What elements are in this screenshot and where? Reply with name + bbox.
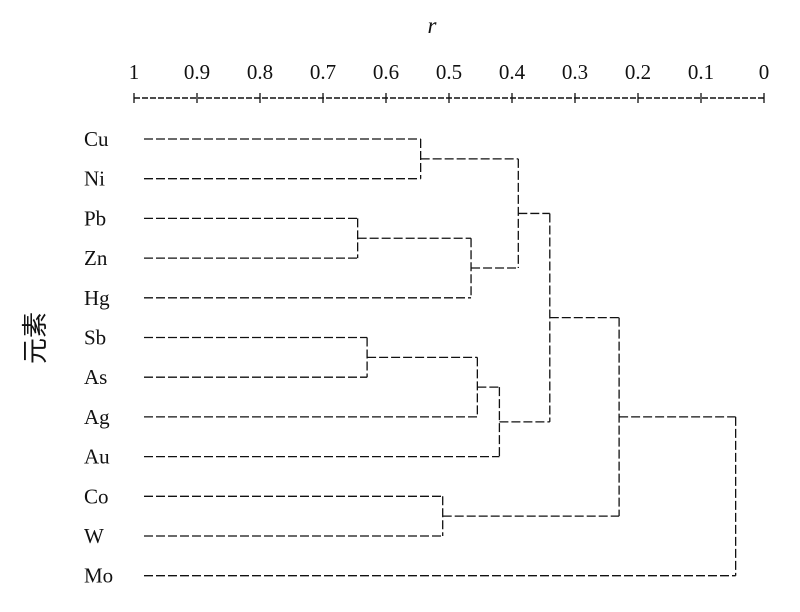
- x-axis-ticks: 1 0.9 0.8 0.7 0.6 0.5 0.4 0.3 0.2 0.1 0: [129, 60, 770, 103]
- y-axis-title: 元素: [21, 312, 50, 364]
- leaf-label-ni: Ni: [84, 167, 105, 191]
- x-tick-label: 0.4: [499, 60, 526, 84]
- leaf-label-pb: Pb: [84, 206, 106, 230]
- x-tick-label: 0.1: [688, 60, 714, 84]
- dendrogram-links: [144, 138, 737, 577]
- x-tick-label: 0.8: [247, 60, 273, 84]
- x-tick-label: 1: [129, 60, 140, 84]
- leaf-label-w: W: [84, 524, 104, 548]
- leaf-label-ag: Ag: [84, 405, 110, 429]
- x-tick-label: 0.2: [625, 60, 651, 84]
- leaf-label-sb: Sb: [84, 326, 106, 350]
- x-tick-label: 0: [759, 60, 770, 84]
- x-axis-title: r: [428, 13, 438, 38]
- x-tick-label: 0.7: [310, 60, 336, 84]
- leaf-label-au: Au: [84, 445, 110, 469]
- leaf-label-cu: Cu: [84, 127, 109, 151]
- leaf-label-hg: Hg: [84, 286, 110, 310]
- x-tick-label: 0.9: [184, 60, 210, 84]
- x-tick-label: 0.6: [373, 60, 399, 84]
- leaf-label-mo: Mo: [84, 564, 113, 588]
- leaf-label-zn: Zn: [84, 246, 108, 270]
- leaf-label-as: As: [84, 365, 107, 389]
- leaf-label-co: Co: [84, 484, 109, 508]
- x-tick-label: 0.3: [562, 60, 588, 84]
- x-tick-label: 0.5: [436, 60, 462, 84]
